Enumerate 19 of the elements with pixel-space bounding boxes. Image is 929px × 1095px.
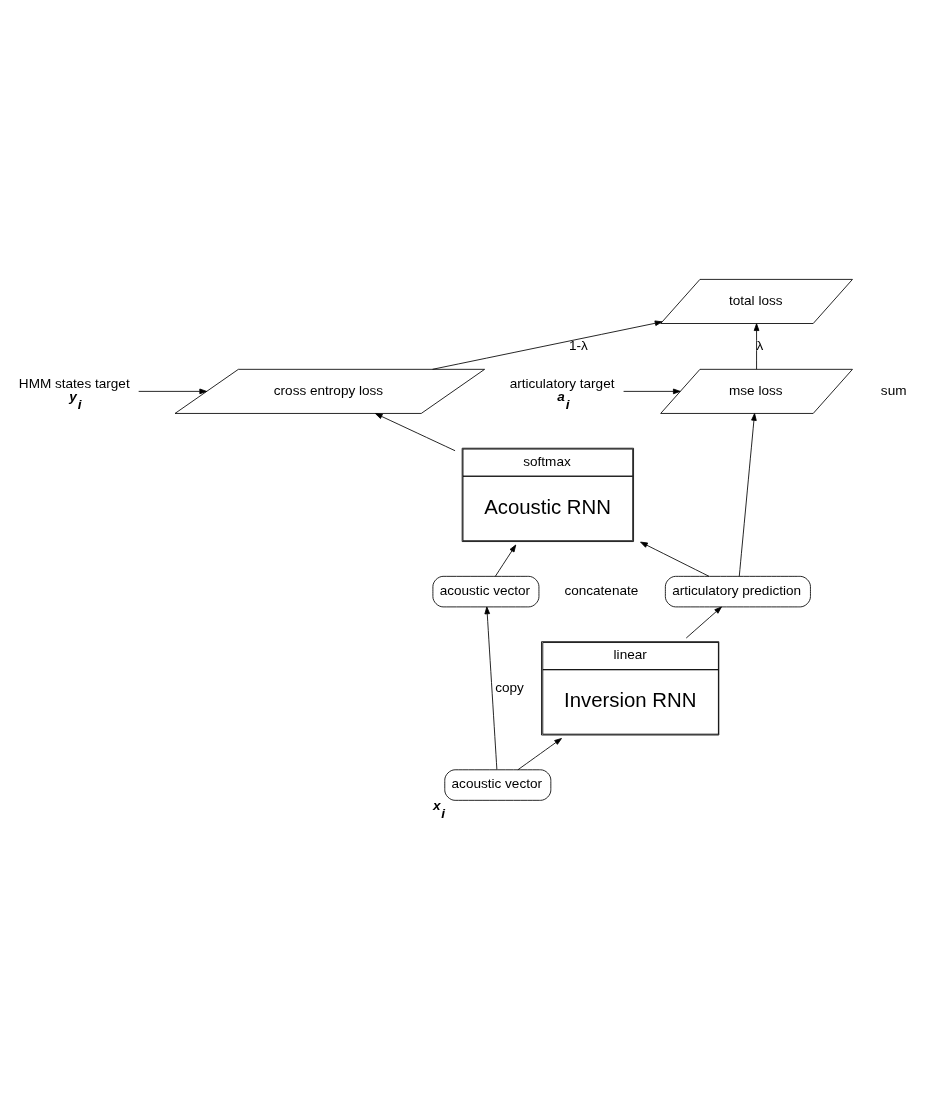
label: concatenate — [564, 582, 639, 598]
arrow — [738, 413, 757, 577]
arrow — [484, 606, 498, 770]
arrow — [494, 544, 517, 577]
node-box: acoustic vector — [444, 769, 552, 801]
arrow — [623, 388, 681, 395]
arrow — [685, 606, 722, 639]
edge-label: λ — [756, 337, 764, 353]
node-box: acoustic vector — [432, 575, 540, 608]
arrow — [517, 738, 562, 771]
arrow — [753, 323, 760, 370]
arrow — [432, 320, 663, 370]
edge-label: copy — [495, 679, 524, 695]
node-box: articulatory prediction — [664, 575, 811, 608]
arrow — [374, 413, 456, 452]
edge-label: 1-λ — [569, 337, 588, 353]
label: sum — [880, 382, 907, 398]
arrow — [640, 541, 710, 577]
arrow — [138, 388, 208, 395]
